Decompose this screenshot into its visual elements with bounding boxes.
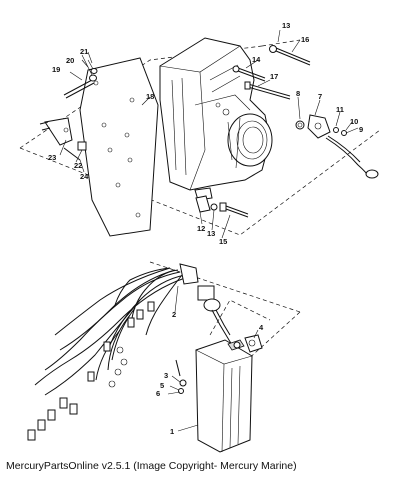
lower-bolts bbox=[195, 195, 249, 218]
copyright-caption: MercuryPartsOnline v2.5.1 (Image Copyrig… bbox=[6, 460, 297, 472]
callout-23: 23 bbox=[48, 153, 56, 162]
callout-15: 15 bbox=[219, 237, 227, 246]
small-parts bbox=[175, 334, 263, 394]
callout-12: 12 bbox=[197, 224, 205, 233]
callout-5: 5 bbox=[160, 381, 164, 390]
callout-14: 14 bbox=[252, 55, 261, 64]
callout-13-lower: 13 bbox=[207, 229, 215, 238]
callout-3: 3 bbox=[164, 371, 168, 380]
sender-assembly bbox=[295, 114, 379, 179]
callout-1: 1 bbox=[170, 427, 174, 436]
callout-16: 16 bbox=[301, 35, 309, 44]
callout-13: 13 bbox=[282, 21, 290, 30]
callout-8: 8 bbox=[296, 89, 300, 98]
leader-lines bbox=[59, 29, 359, 432]
callout-4: 4 bbox=[259, 323, 264, 332]
callout-7: 7 bbox=[318, 92, 322, 101]
callout-17: 17 bbox=[270, 72, 278, 81]
callouts: 13 16 14 17 18 19 20 21 8 7 11 10 9 23 2… bbox=[48, 21, 363, 436]
callout-19: 19 bbox=[52, 65, 60, 74]
callout-18: 18 bbox=[146, 92, 154, 101]
cover-plate bbox=[79, 57, 159, 237]
callout-6: 6 bbox=[156, 389, 160, 398]
control-module bbox=[195, 339, 253, 453]
callout-10: 10 bbox=[350, 117, 358, 126]
callout-22: 22 bbox=[74, 161, 82, 170]
callout-20: 20 bbox=[66, 56, 74, 65]
callout-21: 21 bbox=[80, 47, 88, 56]
bracket-assembly bbox=[39, 117, 87, 161]
callout-24: 24 bbox=[80, 172, 89, 181]
upper-right-bolts bbox=[232, 45, 311, 100]
main-housing bbox=[159, 37, 273, 201]
lower-assembly-guides bbox=[149, 261, 301, 363]
callout-2: 2 bbox=[172, 310, 176, 319]
callout-11: 11 bbox=[336, 105, 344, 114]
callout-9: 9 bbox=[359, 125, 363, 134]
wire-harness bbox=[27, 263, 233, 441]
screw-19-assembly bbox=[63, 54, 98, 99]
